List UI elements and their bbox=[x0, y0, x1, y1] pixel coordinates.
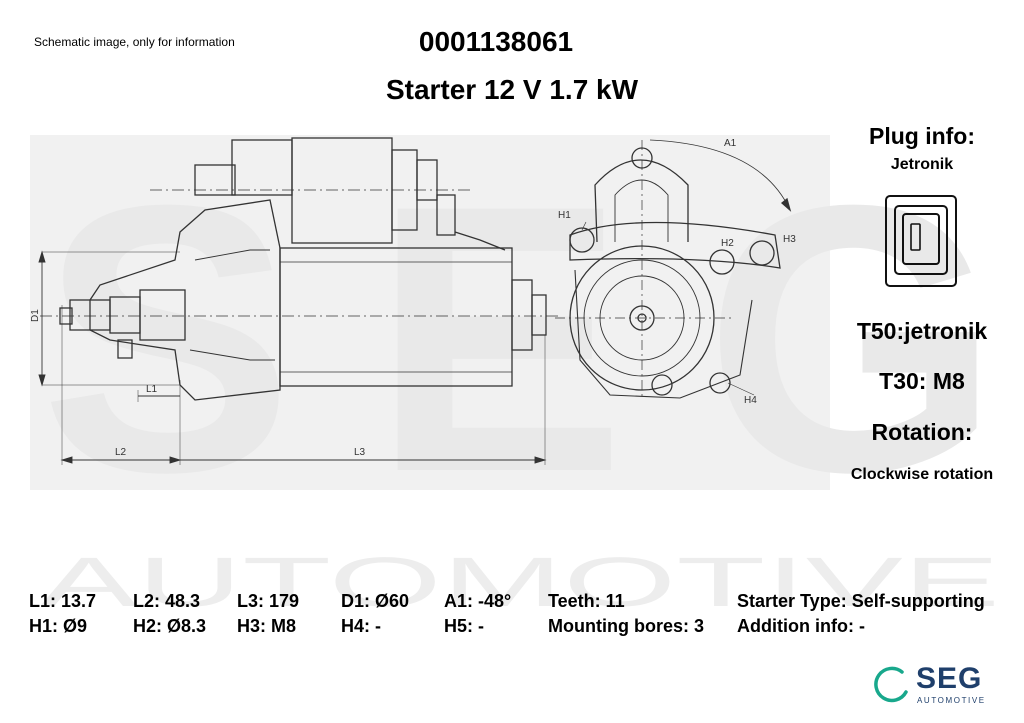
label-h4: H4 bbox=[744, 395, 757, 406]
label-h2: H2 bbox=[721, 238, 734, 249]
spec-l3: L3: 179 bbox=[237, 591, 300, 611]
plug-info-value: Jetronik bbox=[890, 156, 954, 173]
label-l1: L1 bbox=[146, 384, 158, 395]
watermark-word: AUTOMOTIVE bbox=[40, 543, 1000, 621]
t30-info: T30: M8 bbox=[879, 368, 965, 394]
page-title: Starter 12 V 1.7 kW bbox=[385, 74, 639, 105]
plug-info-heading: Plug info: bbox=[868, 123, 976, 149]
front-view bbox=[555, 139, 792, 400]
label-l2: L2 bbox=[115, 447, 127, 458]
plug-icon bbox=[885, 195, 957, 287]
spec-l2: L2: 48.3 bbox=[133, 591, 201, 611]
part-number: 0001138061 bbox=[418, 26, 574, 57]
label-h1: H1 bbox=[558, 210, 571, 221]
spec-h5: H5: - bbox=[444, 616, 484, 636]
spec-starter-type: Starter Type: Self-supporting bbox=[737, 591, 985, 611]
drive-housing bbox=[89, 199, 281, 401]
watermark-big: SEG bbox=[40, 126, 1000, 551]
label-d1: D1 bbox=[30, 309, 41, 322]
spec-h3: H3: M8 bbox=[237, 616, 297, 636]
seg-logo-mark-icon bbox=[874, 666, 908, 703]
t50-info: T50:jetronik bbox=[856, 318, 988, 344]
spec-h1: H1: Ø9 bbox=[29, 616, 88, 636]
spec-h4: H4: - bbox=[341, 616, 381, 636]
spec-l1: L1: 13.7 bbox=[29, 591, 97, 611]
label-h3: H3 bbox=[783, 234, 796, 245]
spec-d1: D1: Ø60 bbox=[341, 591, 410, 611]
label-a1: A1 bbox=[724, 138, 737, 149]
rotation-heading: Rotation: bbox=[871, 419, 973, 445]
info-note: Schematic image, only for information bbox=[34, 35, 235, 49]
spec-h2: H2: Ø8.3 bbox=[133, 616, 207, 636]
spec-mounting-bores: Mounting bores: 3 bbox=[548, 616, 704, 636]
spec-addition-info: Addition info: - bbox=[737, 616, 865, 636]
spec-a1: A1: -48° bbox=[444, 591, 512, 611]
rotation-value: Clockwise rotation bbox=[850, 466, 994, 483]
spec-teeth: Teeth: 11 bbox=[548, 591, 625, 611]
logo-subtext: AUTOMOTIVE bbox=[917, 696, 986, 705]
logo-text: SEG bbox=[916, 662, 983, 695]
label-l3: L3 bbox=[354, 447, 366, 458]
seg-logo: SEG AUTOMOTIVE bbox=[872, 660, 1002, 710]
